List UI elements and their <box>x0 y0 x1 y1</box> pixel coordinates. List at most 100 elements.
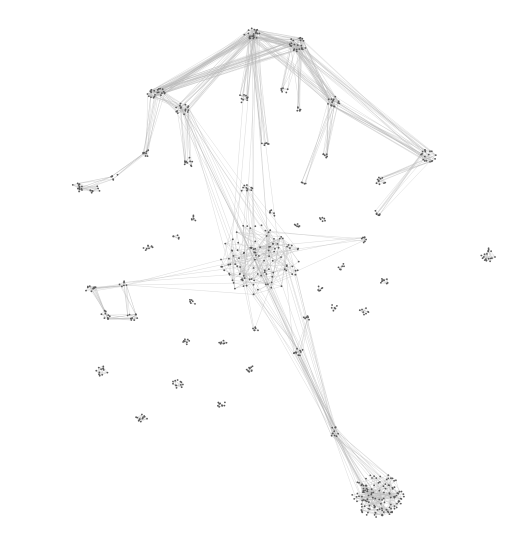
graph-node <box>180 386 183 389</box>
graph-node <box>91 190 94 193</box>
graph-node <box>186 341 188 344</box>
graph-node <box>180 381 183 384</box>
graph-node <box>248 371 251 373</box>
graph-node <box>289 44 292 47</box>
graph-edge <box>331 104 423 155</box>
graph-edge <box>239 243 274 275</box>
graph-node <box>318 217 321 219</box>
graph-node <box>146 155 149 158</box>
graph-node <box>80 188 83 190</box>
graph-edge <box>103 366 108 373</box>
graph-node <box>102 367 105 370</box>
graph-node <box>297 354 300 357</box>
graph-edge <box>281 45 292 92</box>
graph-node <box>265 273 268 275</box>
graph-node <box>87 285 89 288</box>
graph-node <box>295 48 298 51</box>
graph-edge <box>376 159 424 215</box>
graph-edge <box>301 106 335 183</box>
graph-node <box>331 101 333 104</box>
graph-edge <box>374 505 393 512</box>
graph-node <box>393 505 396 507</box>
graph-edge <box>179 105 274 244</box>
graph-node <box>130 317 132 320</box>
graph-node <box>429 150 431 153</box>
graph-edge <box>154 90 178 112</box>
graph-node <box>252 293 255 296</box>
graph-node <box>402 493 405 495</box>
graph-edge <box>158 40 301 93</box>
graph-node <box>259 246 261 249</box>
graph-edge <box>123 246 271 286</box>
graph-node <box>332 309 335 312</box>
graph-node <box>243 33 246 36</box>
graph-node <box>194 219 197 222</box>
graph-edge <box>246 184 287 267</box>
graph-node <box>377 179 380 182</box>
graph-node <box>336 305 338 307</box>
graph-edge <box>243 228 251 276</box>
graph-node <box>330 434 333 437</box>
graph-node <box>186 162 189 164</box>
graph-node <box>153 89 156 92</box>
graph-node <box>234 287 236 290</box>
graph-edge <box>85 285 90 291</box>
graph-edge <box>233 282 247 286</box>
graph-node <box>381 507 383 510</box>
graph-edge <box>365 485 391 505</box>
graph-node <box>383 501 386 504</box>
graph-node <box>242 98 245 101</box>
graph-edge <box>254 29 301 41</box>
graph-edge <box>225 243 245 253</box>
graph-node <box>89 189 92 192</box>
graph-node <box>254 258 256 261</box>
graph-node <box>291 273 294 276</box>
graph-node <box>257 288 259 291</box>
graph-node <box>161 92 163 94</box>
graph-node <box>386 282 389 284</box>
graph-edge <box>221 190 242 267</box>
graph-edge <box>284 269 333 428</box>
graph-node <box>334 426 337 429</box>
graph-edge <box>72 184 91 191</box>
graph-node <box>330 98 333 100</box>
graph-edge <box>332 102 432 162</box>
graph-node <box>382 279 384 281</box>
graph-node <box>107 314 110 316</box>
graph-edge <box>154 35 254 91</box>
graph-node <box>238 273 241 276</box>
graph-edge <box>301 47 333 103</box>
graph-node <box>364 240 366 243</box>
graph-node <box>245 94 247 97</box>
graph-node <box>268 268 270 271</box>
graph-node <box>288 43 291 46</box>
graph-node <box>299 351 302 353</box>
graph-edge <box>250 227 276 249</box>
graph-node <box>273 214 276 217</box>
graph-node <box>125 284 128 286</box>
graph-node <box>351 494 354 496</box>
graph-node <box>135 416 138 419</box>
graph-edge <box>375 503 382 518</box>
graph-node <box>286 88 289 91</box>
graph-node <box>272 243 274 245</box>
graph-edge <box>361 309 367 314</box>
graph-edge <box>331 98 423 155</box>
graph-node <box>372 491 375 494</box>
graph-node <box>143 152 146 154</box>
graph-node <box>267 231 270 234</box>
graph-node <box>267 283 269 286</box>
graph-node <box>264 142 267 145</box>
graph-edge <box>332 433 389 479</box>
graph-node <box>282 87 284 89</box>
graph-node <box>381 499 383 501</box>
graph-node <box>366 500 368 503</box>
graph-node <box>186 111 189 113</box>
graph-edge <box>243 253 255 260</box>
graph-node <box>393 479 395 482</box>
graph-edge <box>332 427 392 479</box>
graph-node <box>360 484 363 487</box>
graph-node <box>296 109 299 112</box>
graph-edge <box>121 286 138 319</box>
graph-node <box>486 253 488 255</box>
